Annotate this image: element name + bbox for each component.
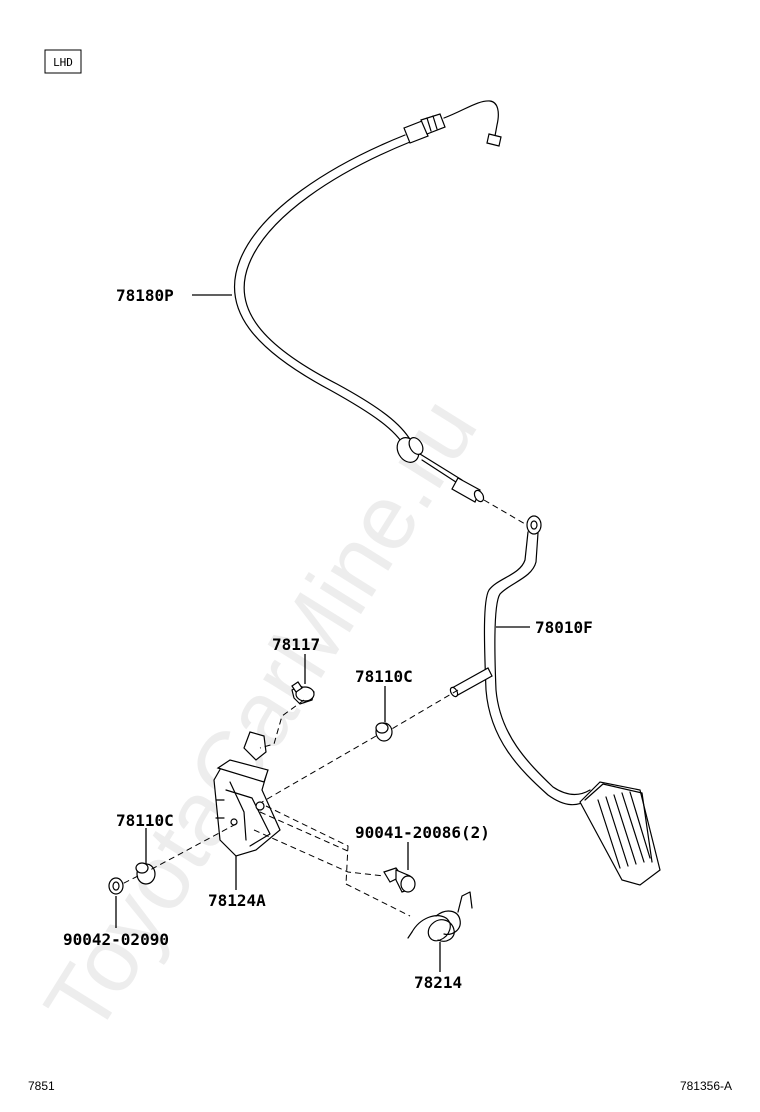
footer-left-code: 7851 bbox=[28, 1079, 55, 1093]
leader-lines bbox=[115, 294, 530, 972]
label-78214: 78214 bbox=[414, 973, 462, 992]
bushing-top bbox=[375, 722, 393, 742]
washer bbox=[108, 877, 124, 895]
bushing-left bbox=[135, 862, 156, 885]
label-78110c-left: 78110C bbox=[116, 811, 174, 830]
label-78110c-top: 78110C bbox=[355, 667, 413, 686]
label-90041-20086: 90041-20086(2) bbox=[355, 823, 490, 842]
accelerator-pedal-arm bbox=[449, 515, 661, 886]
label-78124a: 78124A bbox=[208, 891, 266, 910]
pedal-stopper bbox=[291, 681, 315, 705]
accelerator-cable bbox=[233, 100, 502, 503]
footer-right-code: 781356-A bbox=[680, 1079, 732, 1093]
lhd-badge: LHD bbox=[44, 49, 82, 74]
label-78010f: 78010F bbox=[535, 618, 593, 637]
label-78180p: 78180P bbox=[116, 286, 174, 305]
return-spring bbox=[407, 891, 473, 942]
bolt bbox=[383, 867, 416, 893]
watermark: ToyotaCarMine.ru bbox=[25, 381, 496, 1051]
label-90042-02090: 90042-02090 bbox=[63, 930, 169, 949]
pedal-bracket bbox=[213, 731, 281, 857]
lhd-badge-text: LHD bbox=[53, 56, 73, 69]
assembly-lines bbox=[121, 689, 459, 917]
label-78117: 78117 bbox=[272, 635, 320, 654]
